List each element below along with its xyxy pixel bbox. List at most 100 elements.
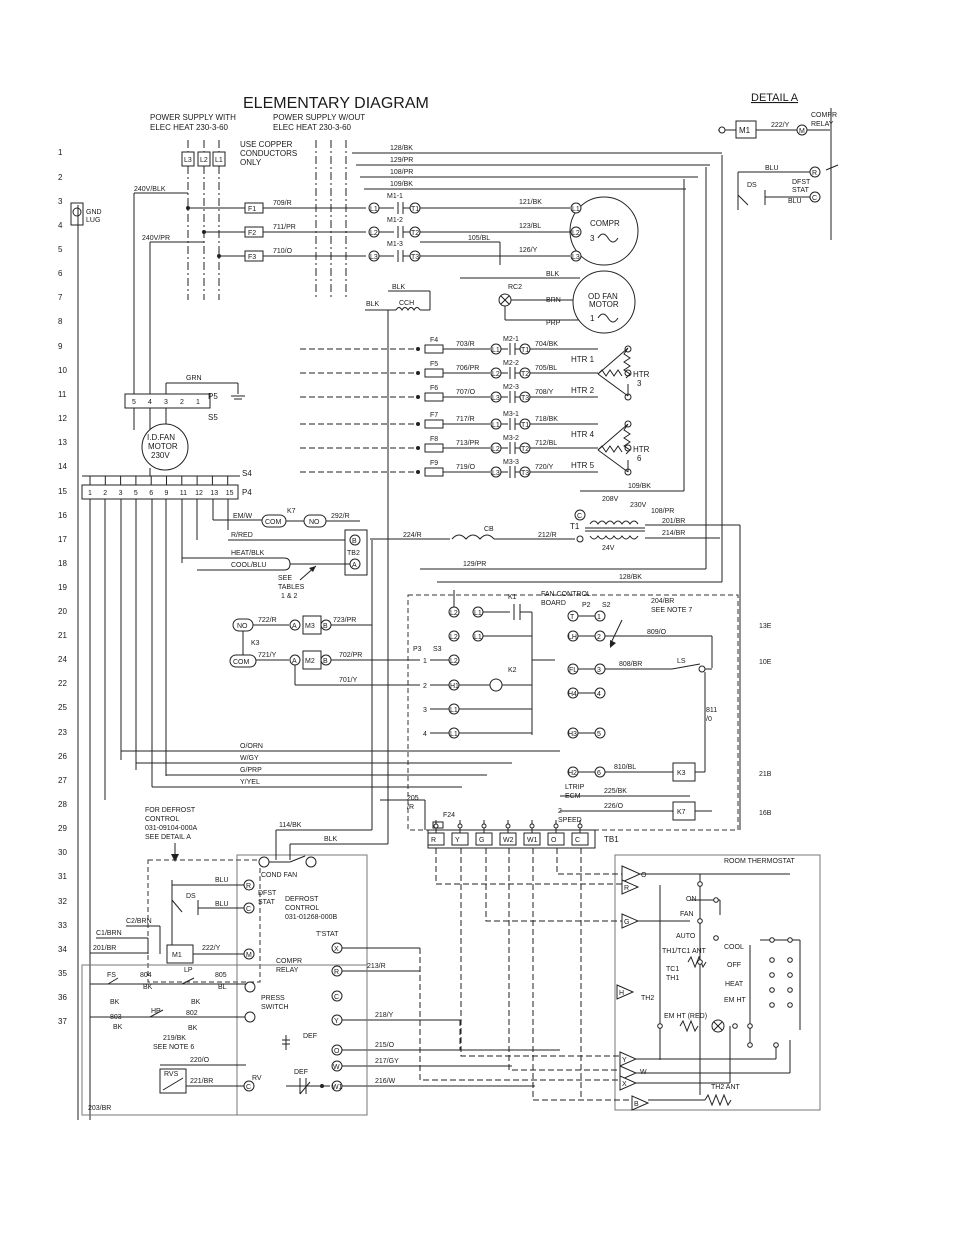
row-number: 28 xyxy=(58,800,67,809)
htr4-label: HTR 4 xyxy=(571,430,595,439)
rvs-label: RVS xyxy=(164,1071,179,1078)
p3-pin: 3 xyxy=(423,707,427,714)
tb1-terminal: O xyxy=(551,837,557,844)
wire-221-br: 221/BR xyxy=(190,1078,213,1085)
tb1-terminal: Y xyxy=(455,837,460,844)
control-3: 031-01268-000B xyxy=(285,914,337,921)
lead-w-gy: W/GY xyxy=(240,755,259,762)
k3-label: K3 xyxy=(251,640,260,647)
fcb-lh: LH xyxy=(568,634,577,641)
heater-wire-in: 706/PR xyxy=(456,365,479,372)
r-red: R/RED xyxy=(231,532,253,539)
htr6-b: 6 xyxy=(637,454,642,463)
wire-219-bk: 219/BK xyxy=(163,1035,186,1042)
row-number: 35 xyxy=(58,969,67,978)
tb1-terminal: R xyxy=(431,837,436,844)
detail-a-ds: DS xyxy=(747,182,757,189)
detail-a-wire-222: 222/Y xyxy=(771,122,790,129)
board-pin: 4 xyxy=(597,691,601,698)
p4-pin: 9 xyxy=(165,490,169,497)
row-number: 11 xyxy=(58,390,67,399)
detail-a-relay: RELAY xyxy=(811,121,834,128)
m3-a: A xyxy=(292,623,297,630)
wire-105-bl: 105/BL xyxy=(468,235,490,242)
row-number: 18 xyxy=(58,559,67,568)
k7-no: NO xyxy=(309,519,320,526)
bk3-label: BK xyxy=(191,999,201,1006)
wire-212-r: 212/R xyxy=(538,532,557,539)
wire-218-y: 218/Y xyxy=(375,1012,394,1019)
contactor-t: T3 xyxy=(411,254,419,261)
tb1-label: TB1 xyxy=(604,835,619,844)
thermo-th1: TH1 xyxy=(666,975,679,982)
line-l1: L1 xyxy=(215,157,223,164)
fcb-title-2: BOARD xyxy=(541,600,566,607)
k7-relay: K7 xyxy=(677,809,686,816)
fan-control-board: K1 FAN CONTROL BOARD P2 S2 204/BR SEE NO… xyxy=(407,590,772,831)
see-note-7: SEE NOTE 7 xyxy=(651,607,692,614)
compr-label: COMPR xyxy=(590,219,620,228)
wire-213-r: 213/R xyxy=(367,963,386,970)
top-wire-label: 129/PR xyxy=(390,157,413,164)
transformer: 109/BK 208V 230V 108/PR C 201/BR 214/BR … xyxy=(370,155,741,830)
row-number: 17 xyxy=(58,535,67,544)
wire-240v-pr: 240V/PR xyxy=(142,235,170,242)
wire-108-pr: 108/PR xyxy=(651,508,674,515)
wire-702-pr: 702/PR xyxy=(339,652,362,659)
room-thermostat-title: ROOM THERMOSTAT xyxy=(724,858,796,865)
lead-y-yel: Y/YEL xyxy=(240,779,260,786)
press-switch-2: SWITCH xyxy=(261,1004,289,1011)
heater-fuse-label: F4 xyxy=(430,337,438,344)
see-tables-3: 1 & 2 xyxy=(281,593,297,600)
wire-216-w: 216/W xyxy=(375,1078,396,1085)
contactor-l: L3 xyxy=(370,254,378,261)
wire-802: 802 xyxy=(186,1010,198,1017)
bk4-label: BK xyxy=(113,1024,123,1031)
compr-relay-1: COMPR xyxy=(276,958,302,965)
id-fan-2: MOTOR xyxy=(148,442,178,451)
xfmr-c: C xyxy=(577,513,582,520)
tstat-w1: W1 xyxy=(332,1084,343,1091)
tstat-x: X xyxy=(334,946,339,953)
heater-contact-label: M3-2 xyxy=(503,435,519,442)
p4-pin: 6 xyxy=(149,490,153,497)
thermo-o: O xyxy=(641,872,647,879)
fcb-h4: H4 xyxy=(568,691,577,698)
gnd-label: GND xyxy=(86,209,102,216)
compr-relay-2: RELAY xyxy=(276,967,299,974)
tstat-o: O xyxy=(334,1048,340,1055)
wire-811b: /0 xyxy=(706,716,712,723)
row-number: 9 xyxy=(58,342,63,351)
wire-292-r: 292/R xyxy=(331,513,350,520)
s2-label: S2 xyxy=(602,602,611,609)
row-number: 27 xyxy=(58,776,67,785)
detail-a-m1: M1 xyxy=(739,126,751,135)
bl-label: BL xyxy=(218,984,227,991)
fcb-h3: H3 xyxy=(568,731,577,738)
id-fan-3: 230V xyxy=(151,451,170,460)
od-brn: BRN xyxy=(546,297,561,304)
room-thermostat: ROOM THERMOSTAT O R G ON FAN AUTO TH1/TC… xyxy=(614,854,821,1111)
heater-wire-in: 703/R xyxy=(456,341,475,348)
thermo-fan: FAN xyxy=(680,911,694,918)
compr-wire-label: 123/BL xyxy=(519,223,541,230)
thermo-b: B xyxy=(634,1101,639,1108)
tstat-c: C xyxy=(334,994,339,1001)
fcb-h1: H1 xyxy=(450,683,459,690)
fcb-fl: FL xyxy=(569,667,577,674)
detail-a-title: DETAIL A xyxy=(751,92,799,104)
copper-note-3: ONLY xyxy=(240,158,262,167)
blk2-label: BLK xyxy=(366,301,380,308)
copper-note-2: CONDUCTORS xyxy=(240,149,297,158)
row-number: 16 xyxy=(58,511,67,520)
row-number: 29 xyxy=(58,824,67,833)
k7-label: K7 xyxy=(287,508,296,515)
s4-label: S4 xyxy=(242,469,252,478)
row-number: 21 xyxy=(58,631,67,640)
two-speed-2: SPEED xyxy=(558,817,582,824)
